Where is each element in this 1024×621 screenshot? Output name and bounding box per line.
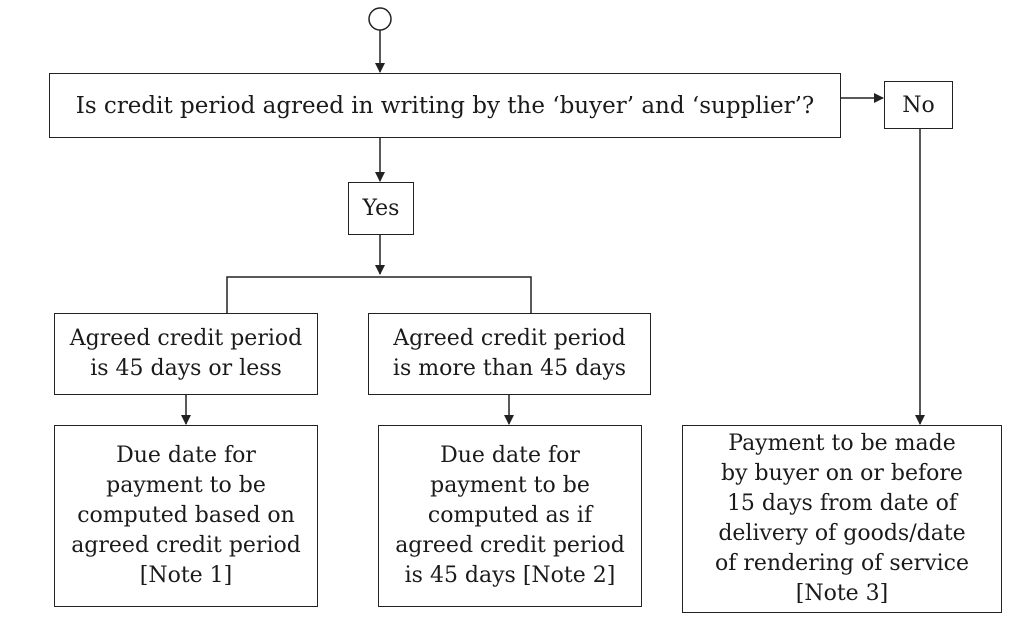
yes-box: Yes (348, 182, 414, 235)
no-label: No (902, 92, 935, 118)
condition-45-days-or-less-box: Agreed credit period is 45 days or less (54, 313, 318, 395)
condition-1-text: Agreed credit period is 45 days or less (69, 326, 303, 381)
outcome-3-text: Payment to be made by buyer on or before… (715, 431, 969, 606)
outcome-2-text: Due date for payment to be computed as i… (395, 443, 625, 588)
start-node (368, 7, 392, 31)
outcome-note-3-box: Payment to be made by buyer on or before… (682, 425, 1002, 613)
outcome-note-2-box: Due date for payment to be computed as i… (378, 425, 642, 607)
no-box: No (884, 81, 953, 129)
split-connector (226, 276, 532, 313)
yes-label: Yes (362, 196, 400, 221)
outcome-1-text: Due date for payment to be computed base… (71, 443, 301, 588)
condition-2-text: Agreed credit period is more than 45 day… (392, 326, 627, 381)
condition-more-than-45-days-box: Agreed credit period is more than 45 day… (368, 313, 651, 395)
outcome-note-1-box: Due date for payment to be computed base… (54, 425, 318, 607)
question-text: Is credit period agreed in writing by th… (75, 92, 815, 119)
question-box: Is credit period agreed in writing by th… (49, 73, 841, 138)
